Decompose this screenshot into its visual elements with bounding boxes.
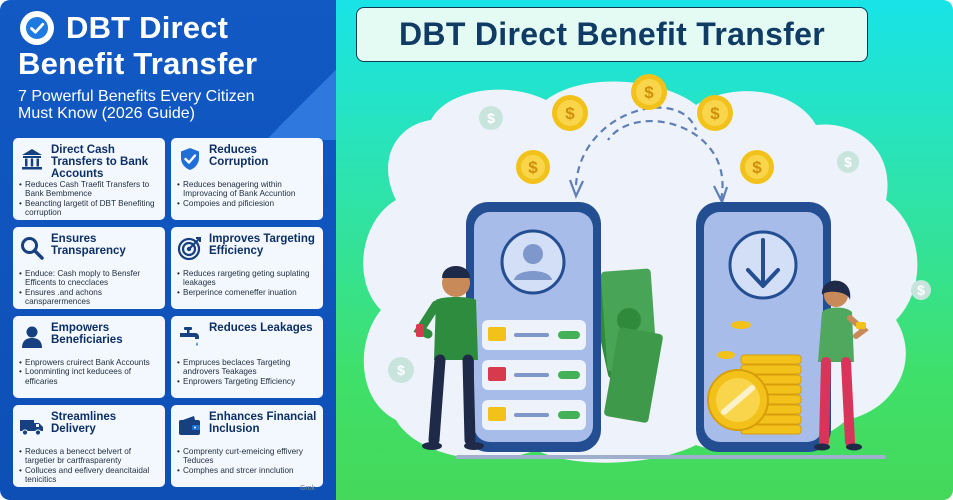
magnifier-icon: [21, 237, 44, 260]
benefit-card: Empowers Beneficiaries Enprowers cruirec…: [13, 316, 165, 398]
benefit-bullet: Beancting largetit of DBT Benefiting cor…: [19, 199, 160, 218]
truck-icon: [20, 420, 43, 436]
page-title-line1: DBT Direct: [66, 10, 229, 45]
benefit-card-title: Streamlines Delivery: [51, 411, 117, 435]
benefit-card-title: Ensures Transparency: [51, 233, 126, 257]
benefit-card-title: Reduces Corruption: [209, 144, 269, 168]
dbt-illustration: $ $ $ $ $ $ $ $ $: [363, 74, 931, 463]
benefit-bullet: Comprenty curt-emeicing effivery Teduces: [177, 447, 318, 466]
benefit-card-title: Enhances Financial Inclusion: [209, 411, 317, 435]
benefits-panel: DBT Direct Benefit Transfer 7 Powerful B…: [0, 0, 336, 500]
dashed-arrow-right: [607, 119, 724, 201]
benefit-card: Reduces Leakages Empruces beclaces Targe…: [171, 316, 323, 398]
header: DBT Direct Benefit Transfer 7 Powerful B…: [18, 10, 328, 122]
woman-figure: [814, 280, 869, 451]
watermark: Grok: [300, 485, 316, 492]
benefit-card-title: Improves Targeting Efficiency: [209, 233, 315, 257]
receiver-phone: [696, 202, 831, 452]
illustration-title-box: DBT Direct Benefit Transfer: [356, 7, 868, 62]
man-figure: [413, 266, 484, 450]
svg-text:$: $: [644, 83, 654, 102]
page-title-line2: Benefit Transfer: [18, 46, 258, 81]
svg-text:$: $: [487, 110, 495, 126]
benefit-bullet: Reduces a benecct belvert of targetier b…: [19, 447, 160, 466]
benefit-card: Enhances Financial Inclusion Comprenty c…: [171, 405, 323, 487]
benefit-bullet: Reduces Cash Traefit Transfers to Bank B…: [19, 180, 160, 199]
benefit-card-title: Direct Cash Transfers to Bank Accounts: [51, 144, 149, 180]
benefit-card: Improves Targeting Efficiency Reduces ra…: [171, 227, 323, 309]
decorative-stripe: [266, 70, 336, 140]
ground-line: [456, 455, 886, 459]
benefit-card: Ensures Transparency Enduce: Cash moply …: [13, 227, 165, 309]
svg-text:$: $: [710, 104, 720, 123]
wallet-icon: [179, 416, 200, 435]
dashed-arrow-left: [574, 106, 698, 186]
benefit-card-title: Empowers Beneficiaries: [51, 322, 123, 346]
page-subtitle: 7 Powerful Benefits Every Citizen Must K…: [18, 88, 255, 122]
benefit-bullet: Comphes and strcer innclution: [177, 466, 318, 476]
benefit-card: Direct Cash Transfers to Bank Accounts R…: [13, 138, 165, 220]
benefit-bullet: Ensures .and achons cansparermences: [19, 288, 160, 307]
svg-text:$: $: [844, 154, 852, 170]
benefit-bullet: Compoies and pificiesion: [177, 199, 318, 209]
benefit-bullet: Berperince comeneffer inuation: [177, 288, 318, 298]
svg-text:$: $: [917, 282, 925, 298]
shield-check-icon: [181, 148, 199, 170]
benefit-bullet: Enduce: Cash moply to Bensfer Efficents …: [19, 269, 160, 288]
benefit-bullet: Loonminting inct keducees of efficaries: [19, 367, 160, 386]
svg-text:$: $: [752, 158, 762, 177]
bank-icon: [22, 149, 42, 170]
svg-text:$: $: [565, 104, 575, 123]
money-stack-icon: [588, 268, 663, 423]
benefit-card: Streamlines Delivery Reduces a benecct b…: [13, 405, 165, 487]
benefit-bullet: Enprowers cruirect Bank Accounts: [19, 358, 160, 368]
benefit-bullet: Enprowers Targeting Efficiency: [177, 377, 318, 387]
title-row: DBT Direct: [18, 10, 328, 46]
person-icon: [22, 326, 42, 348]
benefit-bullet: Reduces rargeting geting suplating leaka…: [177, 269, 318, 288]
check-badge-icon: [20, 11, 54, 45]
illustration-title: DBT Direct Benefit Transfer: [399, 16, 825, 52]
benefit-cards-grid: Direct Cash Transfers to Bank Accounts R…: [13, 138, 323, 498]
coin-icons: [516, 74, 774, 184]
faucet-icon: [180, 327, 199, 346]
benefit-card-title: Reduces Leakages: [209, 322, 313, 334]
faded-dollar-icons: [388, 106, 931, 383]
benefit-bullet: Empruces beclaces Targeting androvers Te…: [177, 358, 318, 377]
benefit-bullet: Reduces benagering within Improvacing of…: [177, 180, 318, 199]
svg-text:$: $: [528, 158, 538, 177]
sender-phone: [466, 202, 601, 452]
benefit-bullet: Colluces and eefivery deancitaidal tenic…: [19, 466, 160, 485]
benefit-card: Reduces Corruption Reduces benagering wi…: [171, 138, 323, 220]
target-icon: [177, 237, 201, 261]
illustration-panel: $ $ $ $ $ $ $ $ $: [336, 0, 953, 500]
svg-text:$: $: [397, 362, 405, 378]
